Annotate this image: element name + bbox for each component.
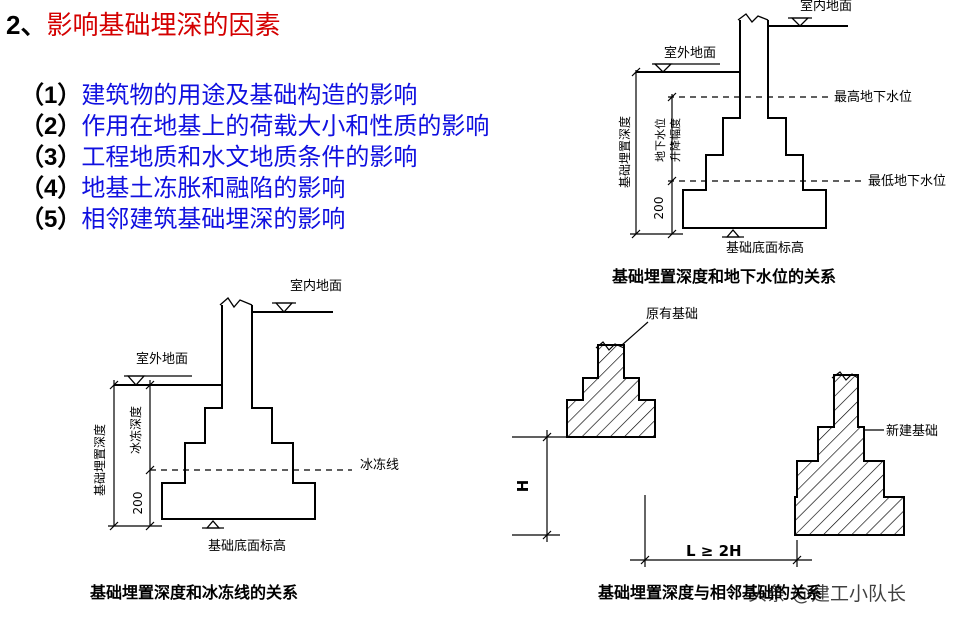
diagram-water-table	[630, 13, 862, 239]
label-l: L ≥ 2H	[686, 542, 742, 560]
section-title-text: 影响基础埋深的因素	[46, 11, 281, 41]
section-title: 2、影响基础埋深的因素	[6, 8, 280, 43]
caption-adjacent: 基础埋置深度与相邻基础的关系	[597, 583, 822, 602]
break-mark	[219, 297, 253, 309]
break-mark	[737, 13, 769, 23]
label-base-elevation: 基础底面标高	[726, 240, 804, 256]
list-text: 地基土冻胀和融陷的影响	[81, 174, 346, 202]
label-indoor-ground: 室内地面	[800, 0, 852, 14]
label-base-elevation: 基础底面标高	[208, 538, 286, 554]
existing-leader	[621, 321, 649, 346]
foundation-outline	[682, 20, 827, 229]
label-depth: 基础埋置深度	[92, 424, 107, 496]
label-fluctuation-2: 升降幅度	[668, 118, 682, 162]
list-item: （1）建筑物的用途及基础构造的影响	[20, 80, 489, 111]
list-marker: （4）	[20, 175, 82, 202]
label-dim-200: 200	[652, 197, 666, 220]
base-elevation-marker	[725, 229, 741, 238]
list-item: （5）相邻建筑基础埋深的影响	[20, 204, 489, 235]
caption-frost: 基础埋置深度和冰冻线的关系	[89, 583, 298, 602]
caption-water: 基础埋置深度和地下水位的关系	[611, 267, 836, 286]
label-depth: 基础埋置深度	[617, 116, 632, 188]
factor-list: （1）建筑物的用途及基础构造的影响 （2）作用在地基上的荷载大小和性质的影响 （…	[20, 80, 489, 235]
diagram-frost-line	[108, 297, 352, 531]
indoor-ground-marker	[790, 17, 810, 27]
label-indoor-ground: 室内地面	[290, 278, 342, 294]
list-marker: （5）	[20, 206, 82, 233]
label-highest-water: 最高地下水位	[834, 89, 912, 105]
label-dim-200: 200	[131, 492, 145, 515]
label-existing: 原有基础	[646, 307, 698, 322]
existing-foundation	[566, 344, 656, 438]
indoor-ground-marker	[274, 302, 294, 313]
list-marker: （1）	[20, 82, 82, 109]
list-marker: （2）	[20, 113, 82, 140]
outdoor-ground-marker	[126, 375, 146, 386]
label-new: 新建基础	[886, 423, 938, 439]
label-lowest-water: 最低地下水位	[868, 174, 946, 189]
list-item: （4）地基土冻胀和融陷的影响	[20, 173, 489, 204]
label-frost-line: 冰冻线	[360, 457, 399, 473]
label-outdoor-ground: 室外地面	[664, 45, 716, 61]
new-foundation	[794, 374, 905, 536]
label-outdoor-ground: 室外地面	[136, 351, 188, 367]
outdoor-ground-marker	[653, 63, 673, 73]
list-item: （3）工程地质和水文地质条件的影响	[20, 142, 489, 173]
foundation-outline	[161, 305, 316, 520]
label-fluctuation-1: 地下水位	[653, 118, 667, 162]
list-marker: （3）	[20, 144, 82, 171]
list-item: （2）作用在地基上的荷载大小和性质的影响	[20, 111, 489, 142]
base-elevation-marker	[205, 520, 221, 529]
list-text: 工程地质和水文地质条件的影响	[81, 143, 418, 171]
list-text: 相邻建筑基础埋深的影响	[81, 205, 346, 233]
watermark: 头条 @建工小队长	[748, 583, 906, 605]
label-h: H	[514, 480, 532, 493]
diagram-adjacent	[512, 321, 905, 567]
section-number: 2、	[6, 10, 47, 40]
list-text: 建筑物的用途及基础构造的影响	[81, 81, 418, 109]
label-frost-depth: 冰冻深度	[128, 406, 143, 454]
list-text: 作用在地基上的荷载大小和性质的影响	[81, 112, 490, 140]
